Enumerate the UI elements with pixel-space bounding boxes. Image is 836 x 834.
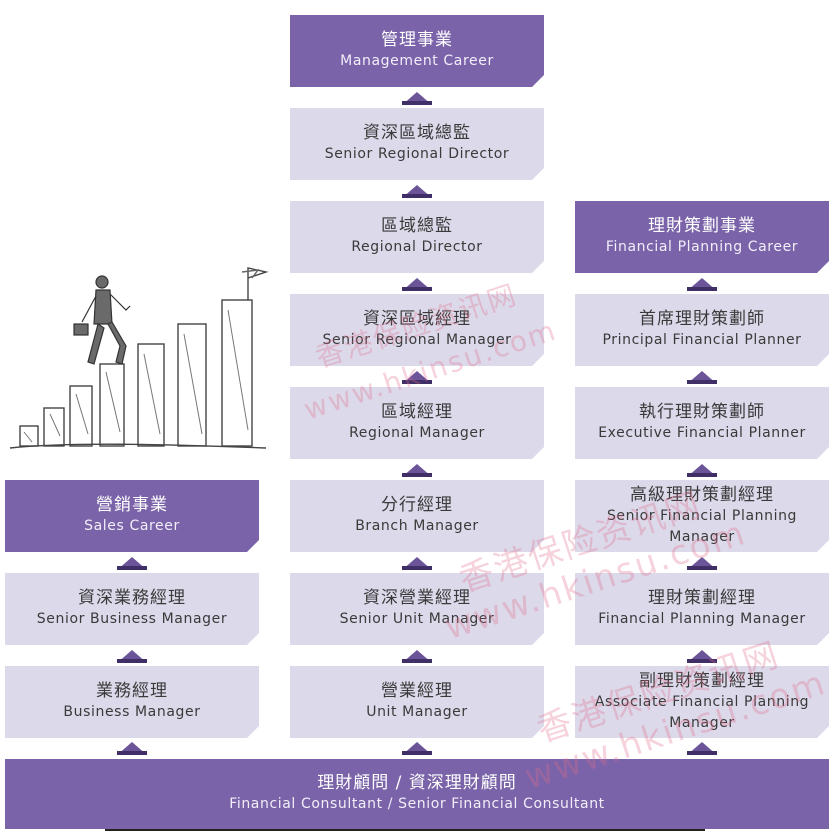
sales-career-box: 營銷事業 Sales Career <box>5 480 259 552</box>
arrow-up-icon <box>402 185 432 198</box>
financial-planning-career-box: 理財策劃事業 Financial Planning Career <box>575 201 829 273</box>
financial-consultant-en: Financial Consultant / Senior Financial … <box>229 796 605 812</box>
financial-consultant-base-box: 理財顧問 / 資深理財顧問 Financial Consultant / Sen… <box>5 759 829 829</box>
financial-planning-career-zh: 理財策劃事業 <box>648 216 756 236</box>
business-manager-zh: 業務經理 <box>96 681 168 701</box>
bottom-rule <box>105 829 705 831</box>
regional-manager-box: 區域經理 Regional Manager <box>290 387 544 459</box>
arrow-up-icon <box>117 742 147 755</box>
senior-regional-manager-zh: 資深區域經理 <box>363 309 471 329</box>
arrow-up-icon <box>402 464 432 477</box>
arrow-up-icon <box>117 650 147 663</box>
senior-unit-manager-en: Senior Unit Manager <box>339 611 495 627</box>
sales-career-zh: 營銷事業 <box>96 495 168 515</box>
senior-business-manager-en: Senior Business Manager <box>36 611 228 627</box>
regional-manager-en: Regional Manager <box>349 425 485 441</box>
financial-consultant-zh: 理財顧問 / 資深理財顧問 <box>317 773 517 793</box>
branch-manager-zh: 分行經理 <box>381 495 453 515</box>
principal-financial-planner-en: Principal Financial Planner <box>602 332 802 348</box>
arrow-up-icon <box>402 650 432 663</box>
senior-financial-planning-manager-zh: 高級理財策劃經理 <box>630 484 774 505</box>
business-manager-en: Business Manager <box>63 704 201 720</box>
unit-manager-en: Unit Manager <box>366 704 468 720</box>
regional-director-box: 區域總監 Regional Director <box>290 201 544 273</box>
regional-director-en: Regional Director <box>351 239 483 255</box>
management-career-en: Management Career <box>340 53 494 69</box>
branch-manager-box: 分行經理 Branch Manager <box>290 480 544 552</box>
associate-financial-planning-manager-box: 副理財策劃經理 Associate Financial Planning Man… <box>575 666 829 738</box>
principal-financial-planner-zh: 首席理財策劃師 <box>639 309 765 329</box>
arrow-up-icon <box>687 557 717 570</box>
arrow-up-icon <box>402 557 432 570</box>
senior-regional-director-en: Senior Regional Director <box>324 146 510 162</box>
unit-manager-zh: 營業經理 <box>381 681 453 701</box>
executive-financial-planner-zh: 執行理財策劃師 <box>639 402 765 422</box>
arrow-up-icon <box>687 650 717 663</box>
principal-financial-planner-box: 首席理財策劃師 Principal Financial Planner <box>575 294 829 366</box>
regional-manager-zh: 區域經理 <box>381 402 453 422</box>
business-manager-box: 業務經理 Business Manager <box>5 666 259 738</box>
senior-business-manager-box: 資深業務經理 Senior Business Manager <box>5 573 259 645</box>
associate-financial-planning-manager-en: Associate Financial Planning Manager <box>594 693 810 731</box>
senior-regional-director-zh: 資深區域總監 <box>363 123 471 143</box>
arrow-up-icon <box>402 371 432 384</box>
executive-financial-planner-en: Executive Financial Planner <box>598 425 806 441</box>
arrow-up-icon <box>402 92 432 105</box>
arrow-up-icon <box>687 464 717 477</box>
senior-regional-manager-box: 資深區域經理 Senior Regional Manager <box>290 294 544 366</box>
arrow-up-icon <box>687 742 717 755</box>
unit-manager-box: 營業經理 Unit Manager <box>290 666 544 738</box>
financial-planning-manager-box: 理財策劃經理 Financial Planning Manager <box>575 573 829 645</box>
financial-planning-manager-en: Financial Planning Manager <box>598 611 806 627</box>
arrow-up-icon <box>117 557 147 570</box>
arrow-up-icon <box>687 278 717 291</box>
arrow-up-icon <box>402 742 432 755</box>
management-career-box: 管理事業 Management Career <box>290 15 544 87</box>
branch-manager-en: Branch Manager <box>355 518 479 534</box>
senior-unit-manager-zh: 資深營業經理 <box>363 588 471 608</box>
arrow-up-icon <box>687 371 717 384</box>
career-climb-illustration <box>9 267 269 449</box>
senior-regional-manager-en: Senior Regional Manager <box>322 332 512 348</box>
senior-unit-manager-box: 資深營業經理 Senior Unit Manager <box>290 573 544 645</box>
management-career-zh: 管理事業 <box>381 30 453 50</box>
financial-planning-manager-zh: 理財策劃經理 <box>648 588 756 608</box>
sales-career-en: Sales Career <box>84 518 180 534</box>
senior-financial-planning-manager-box: 高級理財策劃經理 Senior Financial Planning Manag… <box>575 480 829 552</box>
regional-director-zh: 區域總監 <box>381 216 453 236</box>
associate-financial-planning-manager-zh: 副理財策劃經理 <box>639 670 765 691</box>
senior-financial-planning-manager-en: Senior Financial Planning Manager <box>606 507 798 545</box>
senior-business-manager-zh: 資深業務經理 <box>78 588 186 608</box>
executive-financial-planner-box: 執行理財策劃師 Executive Financial Planner <box>575 387 829 459</box>
financial-planning-career-en: Financial Planning Career <box>605 239 799 255</box>
arrow-up-icon <box>402 278 432 291</box>
senior-regional-director-box: 資深區域總監 Senior Regional Director <box>290 108 544 180</box>
